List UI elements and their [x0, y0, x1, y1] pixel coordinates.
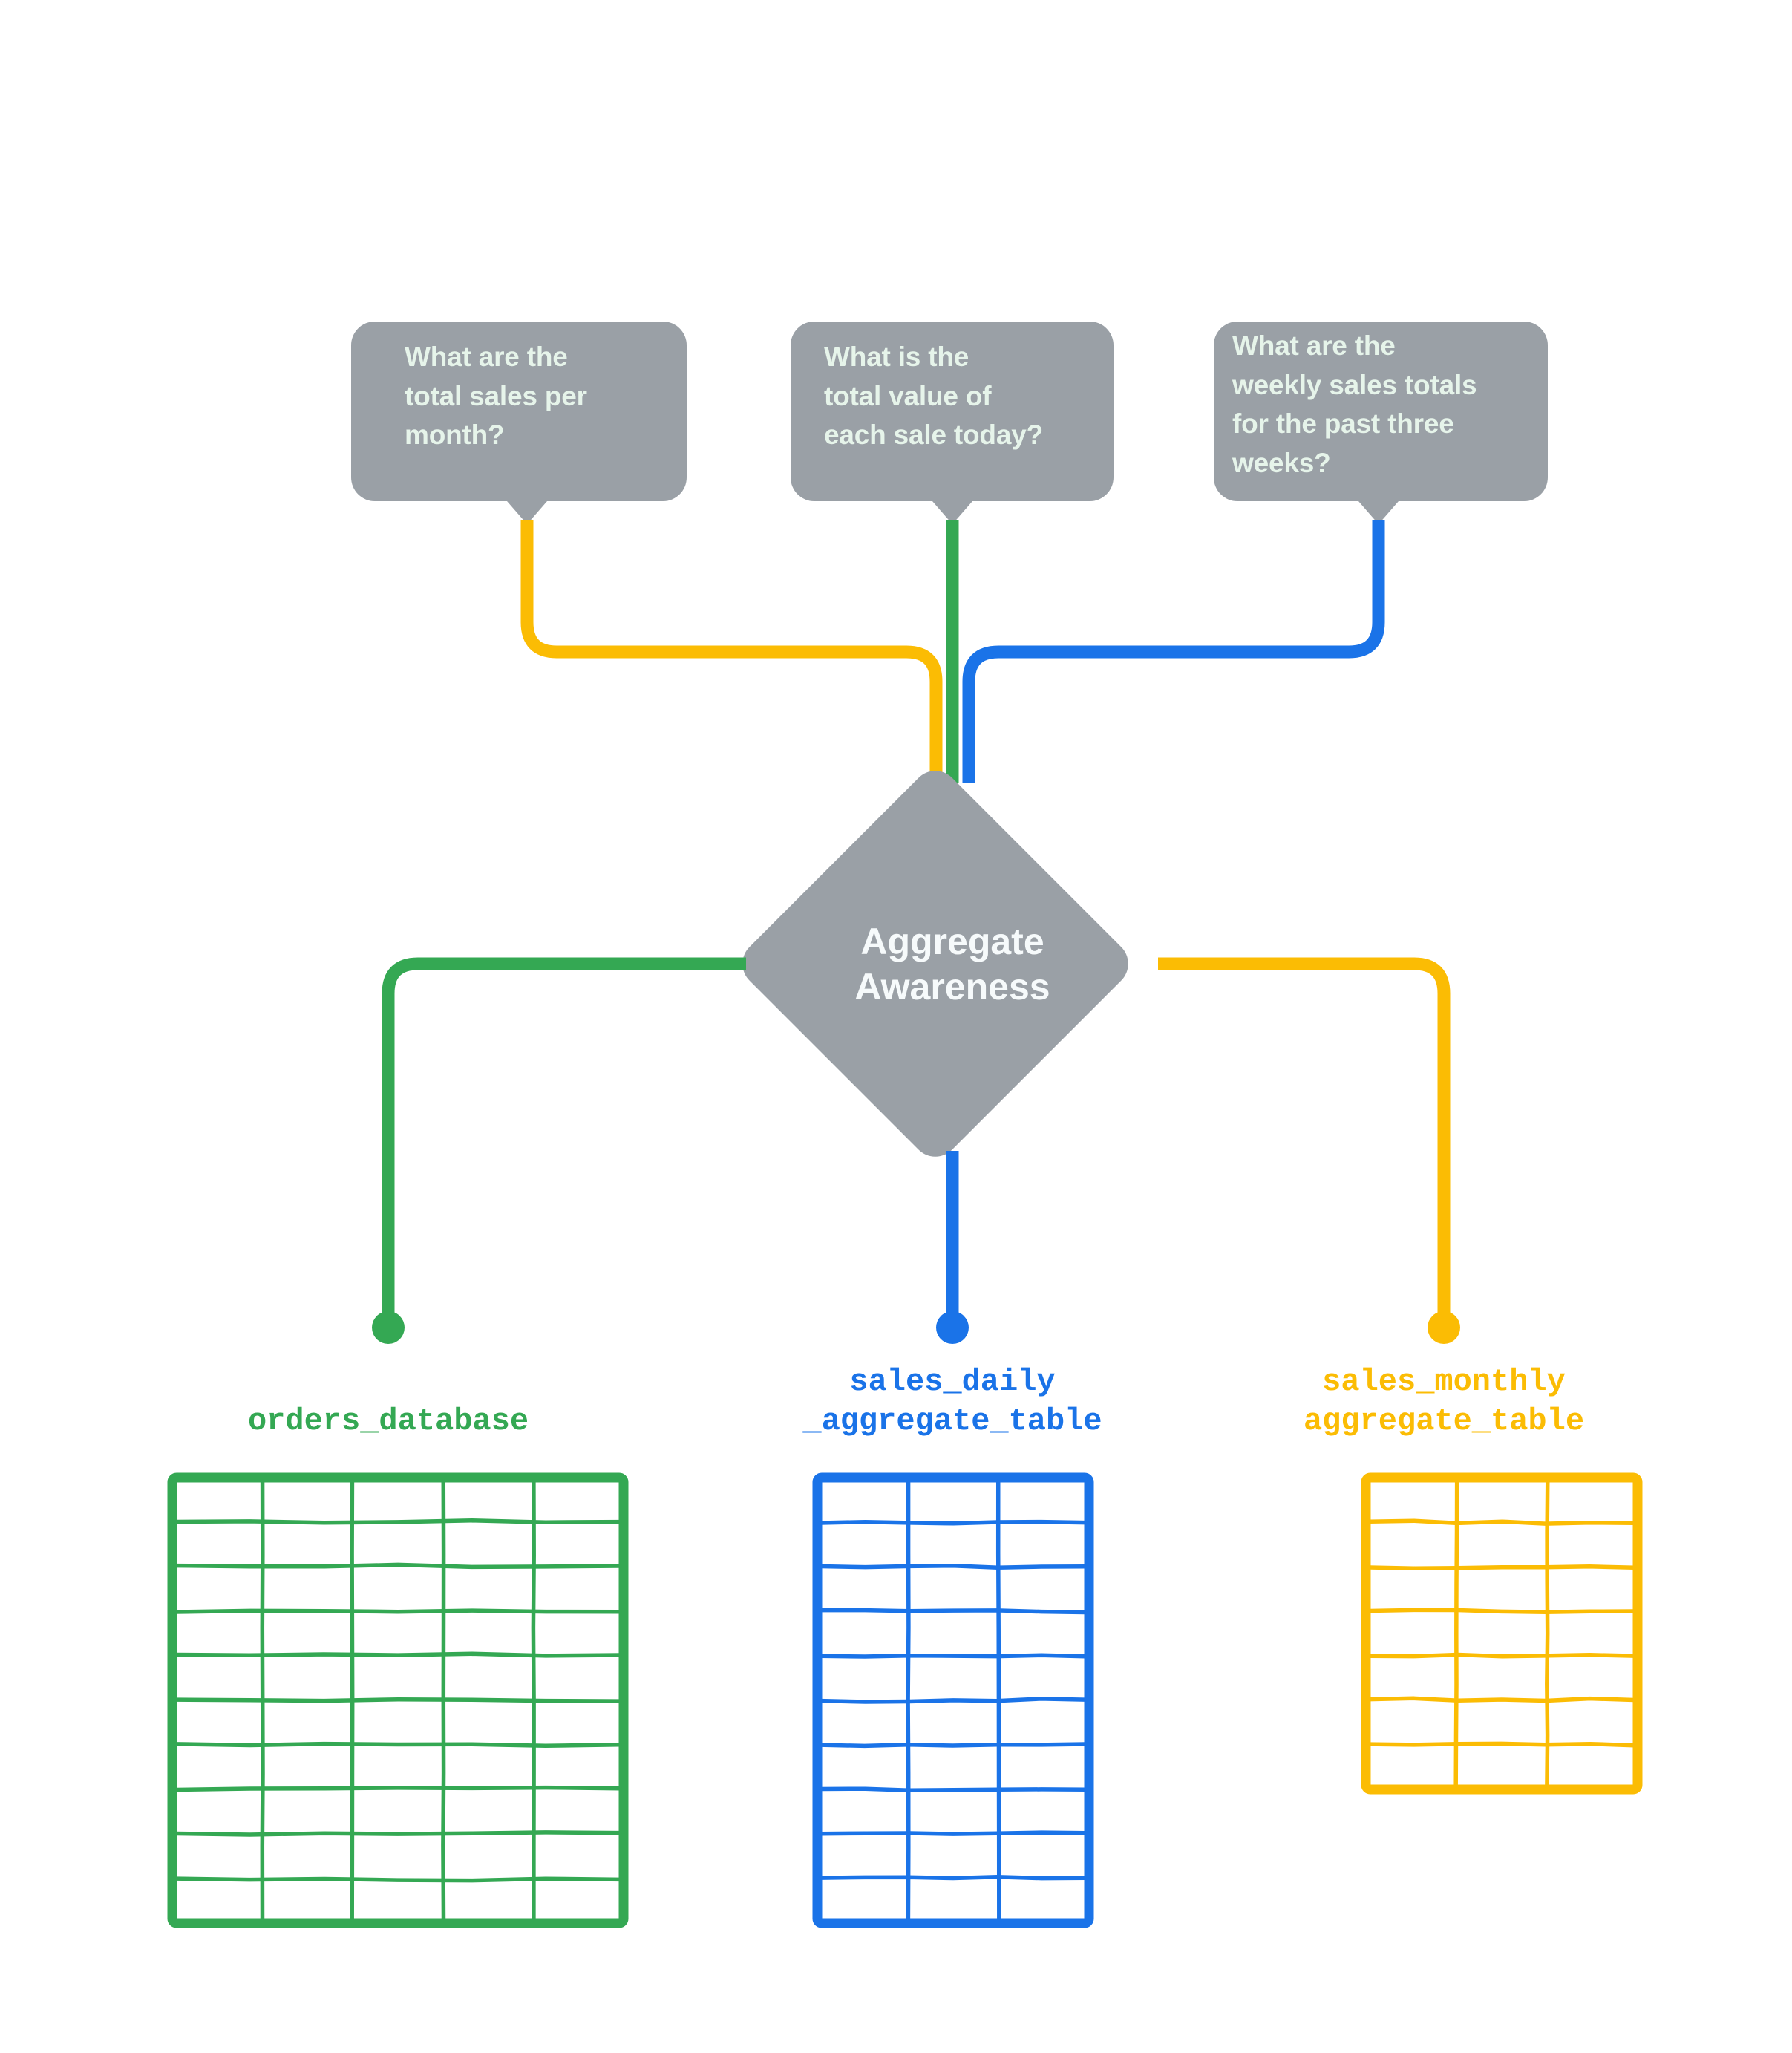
table-grid-sales-monthly[interactable]	[1361, 1472, 1643, 1795]
table-column-divider	[1545, 1479, 1550, 1788]
table-row-divider	[174, 1518, 622, 1525]
connector-weekly-to-node	[962, 520, 1385, 783]
table-row-divider	[174, 1562, 622, 1570]
table-row-divider	[174, 1830, 622, 1837]
connector-monthly-to-node	[520, 520, 943, 783]
table-row-divider	[1367, 1696, 1636, 1703]
table-row-divider	[174, 1697, 622, 1703]
speech-bubble-daily-text: What is the total value of each sale tod…	[824, 342, 1043, 451]
table-row-divider	[174, 1785, 622, 1792]
table-row-divider	[174, 1741, 622, 1749]
table-row-divider	[1367, 1652, 1636, 1659]
table-row-divider	[819, 1697, 1088, 1704]
connector-node-to-orders-database	[382, 957, 746, 1318]
table-row-divider	[1367, 1741, 1636, 1748]
speech-bubble-weekly-text: What are the weekly sales totals for the…	[1232, 330, 1477, 478]
speech-bubble-monthly	[351, 322, 687, 524]
endpoint-dot-sales-monthly	[1428, 1311, 1460, 1344]
table-row-divider	[819, 1830, 1088, 1836]
table-grid-sales-daily[interactable]	[812, 1472, 1094, 1928]
center-node-label: Aggregate Awareness	[854, 921, 1050, 1008]
speech-bubble-daily	[791, 322, 1114, 524]
table-row-divider	[819, 1608, 1088, 1615]
speech-bubble-monthly-text: What are the total sales per month?	[405, 342, 587, 451]
table-row-divider	[819, 1742, 1088, 1749]
table-label-orders-database: orders_database	[247, 1403, 529, 1439]
connector-node-to-sales-monthly	[1158, 957, 1451, 1318]
endpoint-dot-orders-database	[372, 1311, 405, 1344]
center-node-diamond[interactable]	[742, 771, 1128, 1157]
table-row-divider	[174, 1651, 622, 1658]
table-row-divider	[1367, 1608, 1636, 1615]
table-row-divider	[174, 1876, 622, 1883]
endpoint-dot-sales-daily	[936, 1311, 969, 1344]
table-outer-border	[812, 1472, 1094, 1928]
table-row-divider	[819, 1563, 1088, 1570]
table-outer-border	[167, 1472, 629, 1928]
table-outer-border	[1361, 1472, 1643, 1795]
table-row-divider	[819, 1653, 1088, 1659]
table-row-divider	[1367, 1518, 1636, 1526]
table-row-divider	[819, 1519, 1088, 1526]
table-row-divider	[1367, 1564, 1636, 1570]
table-label-sales-daily: sales_daily _aggregate_table	[802, 1364, 1102, 1439]
table-grid-orders-database[interactable]	[167, 1472, 629, 1928]
table-label-sales-monthly: sales_monthly aggregate_table	[1303, 1364, 1585, 1439]
speech-bubble-weekly	[1214, 322, 1548, 524]
table-row-divider	[819, 1786, 1088, 1792]
table-row-divider	[819, 1874, 1088, 1881]
table-row-divider	[174, 1608, 622, 1614]
